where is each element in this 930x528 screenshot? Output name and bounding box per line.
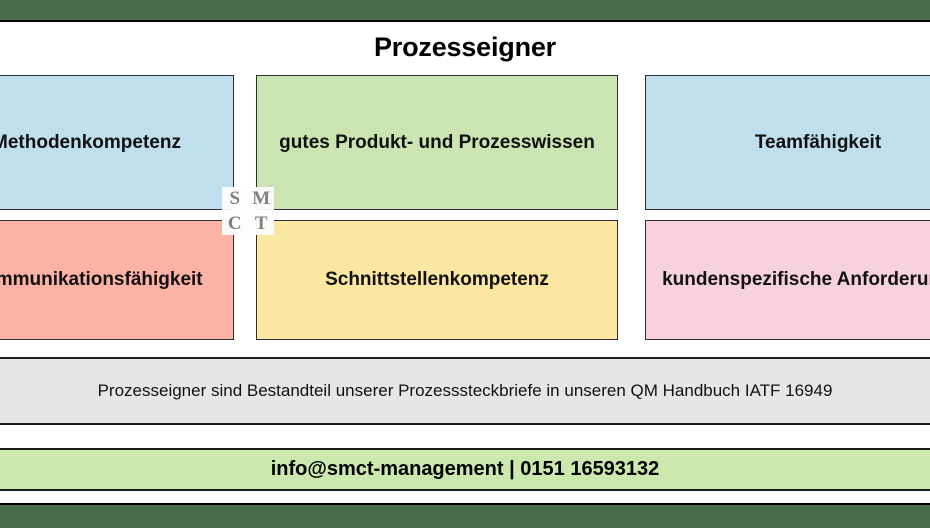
competence-box-methodenkompetenz: Methodenkompetenz (0, 75, 234, 210)
contact-text: info@smct-management | 0151 16593132 (270, 458, 660, 480)
competence-box-produkt-prozesswissen: gutes Produkt- und Prozesswissen (256, 75, 618, 210)
competence-box-label: Kommunikationsfähigkeit (0, 269, 203, 291)
page-title: Prozesseigner (374, 32, 556, 62)
bottom-brand-band (0, 503, 930, 528)
smct-logo-letter-c: C (222, 211, 248, 235)
competence-box-label: Schnittstellenkompetenz (325, 269, 549, 291)
top-brand-band (0, 0, 930, 22)
competence-box-kommunikationsfaehigkeit: Kommunikationsfähigkeit (0, 220, 234, 340)
smct-logo-letter-s: S (222, 187, 248, 211)
caption-bar: Prozesseigner sind Bestandteil unserer P… (0, 357, 930, 425)
contact-bar: info@smct-management | 0151 16593132 (0, 448, 930, 491)
competence-box-label: gutes Produkt- und Prozesswissen (279, 131, 595, 153)
competence-box-teamfaehigkeit: Teamfähigkeit (645, 75, 930, 210)
competence-box-schnittstellenkompetenz: Schnittstellenkompetenz (256, 220, 618, 340)
competence-box-label: Teamfähigkeit (754, 131, 882, 153)
competence-box-kundenspezifische-anforderungen: kundenspezifische Anforderungen (645, 220, 930, 340)
competence-box-label: kundenspezifische Anforderungen (662, 269, 930, 291)
caption-text: Prozesseigner sind Bestandteil unserer P… (97, 381, 833, 400)
competence-box-label: Methodenkompetenz (0, 131, 181, 153)
smct-logo-watermark: S M C T (222, 187, 274, 235)
smct-logo-letter-m: M (248, 187, 274, 211)
smct-logo-letter-t: T (248, 211, 274, 235)
